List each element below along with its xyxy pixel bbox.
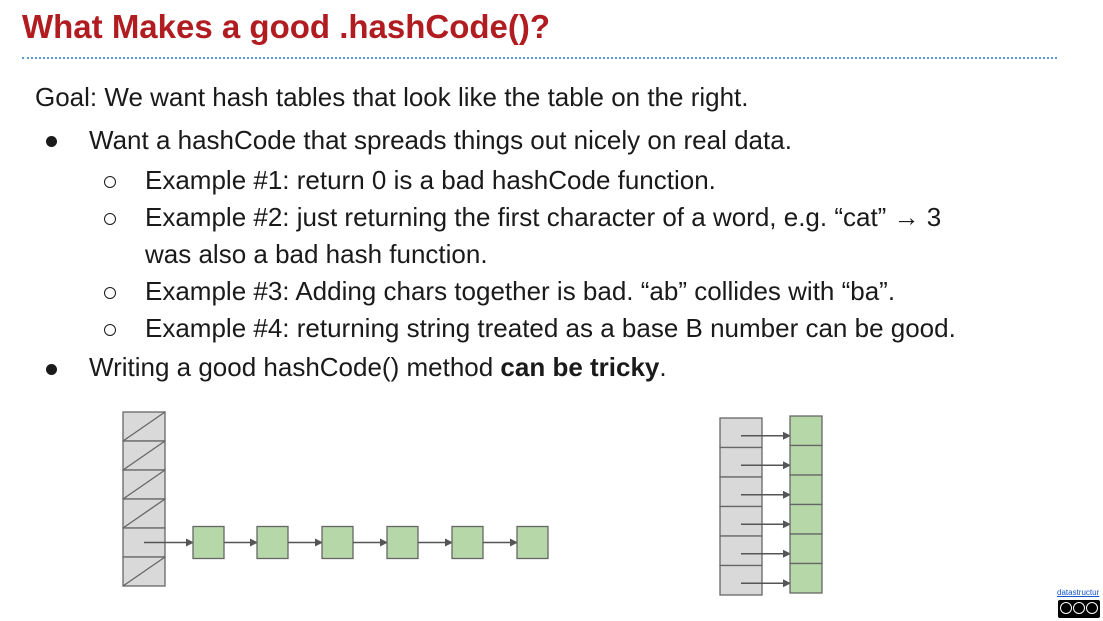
bullet-2-bold: can be tricky (500, 352, 660, 382)
bad-hash-table (122, 411, 549, 587)
bucket (719, 417, 763, 449)
chain-node (789, 444, 823, 476)
bucket (719, 505, 763, 537)
bucket (719, 446, 763, 478)
bullet-2: Writing a good hashCode() method can be … (89, 352, 667, 383)
chain-node (256, 525, 289, 560)
chain-node (789, 503, 823, 535)
sub-bullet-2-continued: was also a bad hash function. (145, 239, 488, 269)
chain-node (789, 533, 823, 565)
sub-bullet-ring (104, 324, 116, 336)
sub-bullet-3: Example #3: Adding chars together is bad… (145, 276, 896, 306)
sub-bullet-1: Example #1: return 0 is a bad hashCode f… (145, 165, 716, 195)
chain-node (321, 525, 354, 560)
bullet-2-text: Writing a good hashCode() method (89, 352, 501, 382)
sub-bullet-4: Example #4: returning string treated as … (145, 313, 956, 343)
chain-node (789, 562, 823, 594)
null-slash (122, 440, 166, 471)
slide-title: What Makes a good .hashCode()? (22, 8, 551, 45)
bullet-1: Want a hashCode that spreads things out … (89, 125, 792, 155)
bullet-dot (46, 136, 57, 147)
bullet-2-end: . (659, 352, 667, 382)
goal-text: Goal: We want hash tables that look like… (35, 82, 749, 112)
null-slash (122, 498, 166, 529)
chain-node (451, 525, 484, 560)
good-hash-table (719, 415, 823, 596)
chain-node (192, 525, 225, 560)
credit-link[interactable]: datastructur (1057, 588, 1100, 597)
sub-bullet-ring (104, 176, 116, 188)
null-slash (122, 411, 166, 442)
chain-node (386, 525, 419, 560)
cc-license-icon (1058, 600, 1100, 618)
sub-bullet-2: Example #2: just returning the first cha… (145, 202, 942, 232)
chain-node (789, 474, 823, 506)
null-slash (122, 556, 166, 587)
chain-node (516, 525, 549, 560)
sub-bullet-ring (104, 213, 116, 225)
chain-node (789, 415, 823, 447)
sub-bullet-ring (104, 287, 116, 299)
bucket (719, 535, 763, 567)
bucket (719, 476, 763, 508)
bucket (719, 564, 763, 596)
null-slash (122, 469, 166, 500)
bullet-dot (46, 364, 57, 375)
title-divider (22, 57, 1057, 59)
